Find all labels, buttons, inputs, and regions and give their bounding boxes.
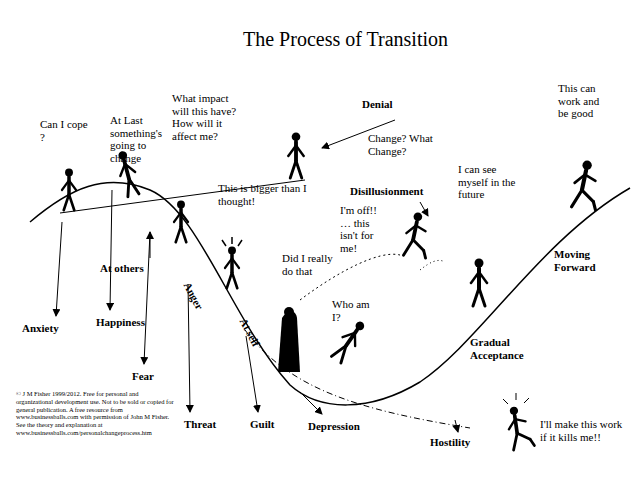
branch-label: At self (237, 316, 262, 349)
thought-bubble: I'm off!! … this isn't for me! (340, 204, 390, 255)
branch-label: Anger (181, 280, 206, 312)
stage-name: Gradual Acceptance (470, 336, 530, 361)
thought-bubble: I can see myself in the future (458, 163, 516, 201)
diagram-title: The Process of Transition (243, 28, 448, 51)
branch-label: At others (100, 262, 144, 275)
stage-name: Guilt (250, 418, 274, 431)
stage-name: Depression (308, 420, 360, 433)
stage-name: Disillusionment (350, 185, 423, 198)
thought-bubble: Change? What Change? (368, 132, 438, 157)
thought-bubble: Can I cope ? (40, 118, 88, 143)
stage-name: Denial (362, 98, 393, 111)
thought-bubble: What impact will this have? How will it … (172, 92, 244, 143)
thought-bubble: Did I really do that (282, 252, 340, 277)
thought-bubble: At Last something's going to change (110, 114, 174, 165)
stage-name: Threat (184, 418, 216, 431)
stage-name: Happiness (96, 316, 145, 329)
stage-name: Moving Forward (554, 248, 604, 273)
stage-name: Fear (132, 370, 154, 383)
thought-bubble: This is bigger than I thought! (218, 182, 318, 207)
stage-name: Anxiety (22, 322, 59, 335)
thought-bubble: I'll make this work if it kills me!! (540, 418, 628, 443)
stage-name: Hostility (430, 436, 470, 449)
thought-bubble: Who am I? (332, 298, 374, 323)
copyright-note: © J M Fisher 1999/2012. Free for persona… (16, 390, 176, 437)
thought-bubble: This can work and be good (558, 82, 610, 120)
